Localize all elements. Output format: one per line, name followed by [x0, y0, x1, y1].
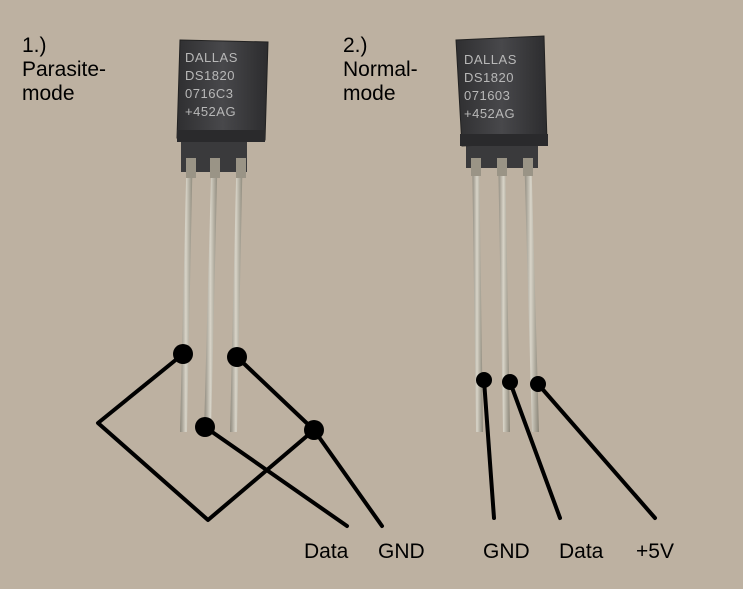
node-normal-pin3 [530, 376, 546, 392]
lead-left-2 [204, 140, 218, 432]
wire-parasite-pin2-to-data [203, 425, 349, 528]
caption-parasite: 1.) Parasite- mode [22, 34, 106, 106]
wire-normal-gnd [482, 378, 496, 520]
caption-parasite-number: 1.) [22, 34, 47, 57]
lead-right-2 [498, 148, 510, 432]
wires-normal [482, 378, 657, 520]
nodes-normal [476, 372, 546, 392]
caption-normal-mode-line1: Normal- [343, 58, 418, 81]
wires-parasite [96, 352, 384, 528]
wire-normal-5v [536, 382, 657, 520]
chip-parasite-marking-2: DS1820 [185, 68, 235, 83]
chip-normal-marking-3: 071603 [464, 88, 510, 103]
nodes-parasite [173, 344, 324, 440]
wire-parasite-pin3-to-gnd-node [235, 355, 316, 432]
chip-normal-marking-4: +452AG [464, 106, 515, 121]
chip-normal-marking-2: DS1820 [464, 70, 514, 85]
wire-parasite-gnd [312, 428, 384, 528]
lead-right-1 [472, 148, 483, 432]
label-normal-data: Data [559, 540, 604, 563]
label-normal-5v: +5V [636, 540, 674, 563]
node-parasite-junction [304, 420, 324, 440]
node-parasite-pin1 [173, 344, 193, 364]
chip-normal-marking-1: DALLAS [464, 52, 517, 67]
label-normal-gnd: GND [483, 540, 530, 563]
caption-normal-mode-line2: mode [343, 82, 396, 105]
label-parasite-gnd: GND [378, 540, 425, 563]
node-normal-pin1 [476, 372, 492, 388]
wire-normal-data [508, 380, 562, 520]
wire-parasite-pin1-loop [96, 352, 316, 522]
lead-right-3 [524, 148, 539, 432]
caption-normal-number: 2.) [343, 34, 368, 57]
chip-normal-leads [466, 142, 539, 432]
chip-parasite-marking-3: 0716C3 [185, 86, 234, 101]
caption-normal: 2.) Normal- mode [343, 34, 418, 106]
caption-parasite-mode-line2: mode [22, 82, 75, 105]
chip-parasite-marking-1: DALLAS [185, 50, 238, 65]
node-parasite-pin3 [227, 347, 247, 367]
chip-normal: DALLAS DS1820 071603 +452AG [455, 35, 548, 432]
chip-parasite: DALLAS DS1820 0716C3 +452AG [176, 39, 269, 432]
node-parasite-pin2 [195, 417, 215, 437]
label-parasite-data: Data [304, 540, 349, 563]
node-normal-pin2 [502, 374, 518, 390]
caption-parasite-mode-line1: Parasite- [22, 58, 107, 81]
chip-parasite-marking-4: +452AG [185, 104, 236, 119]
